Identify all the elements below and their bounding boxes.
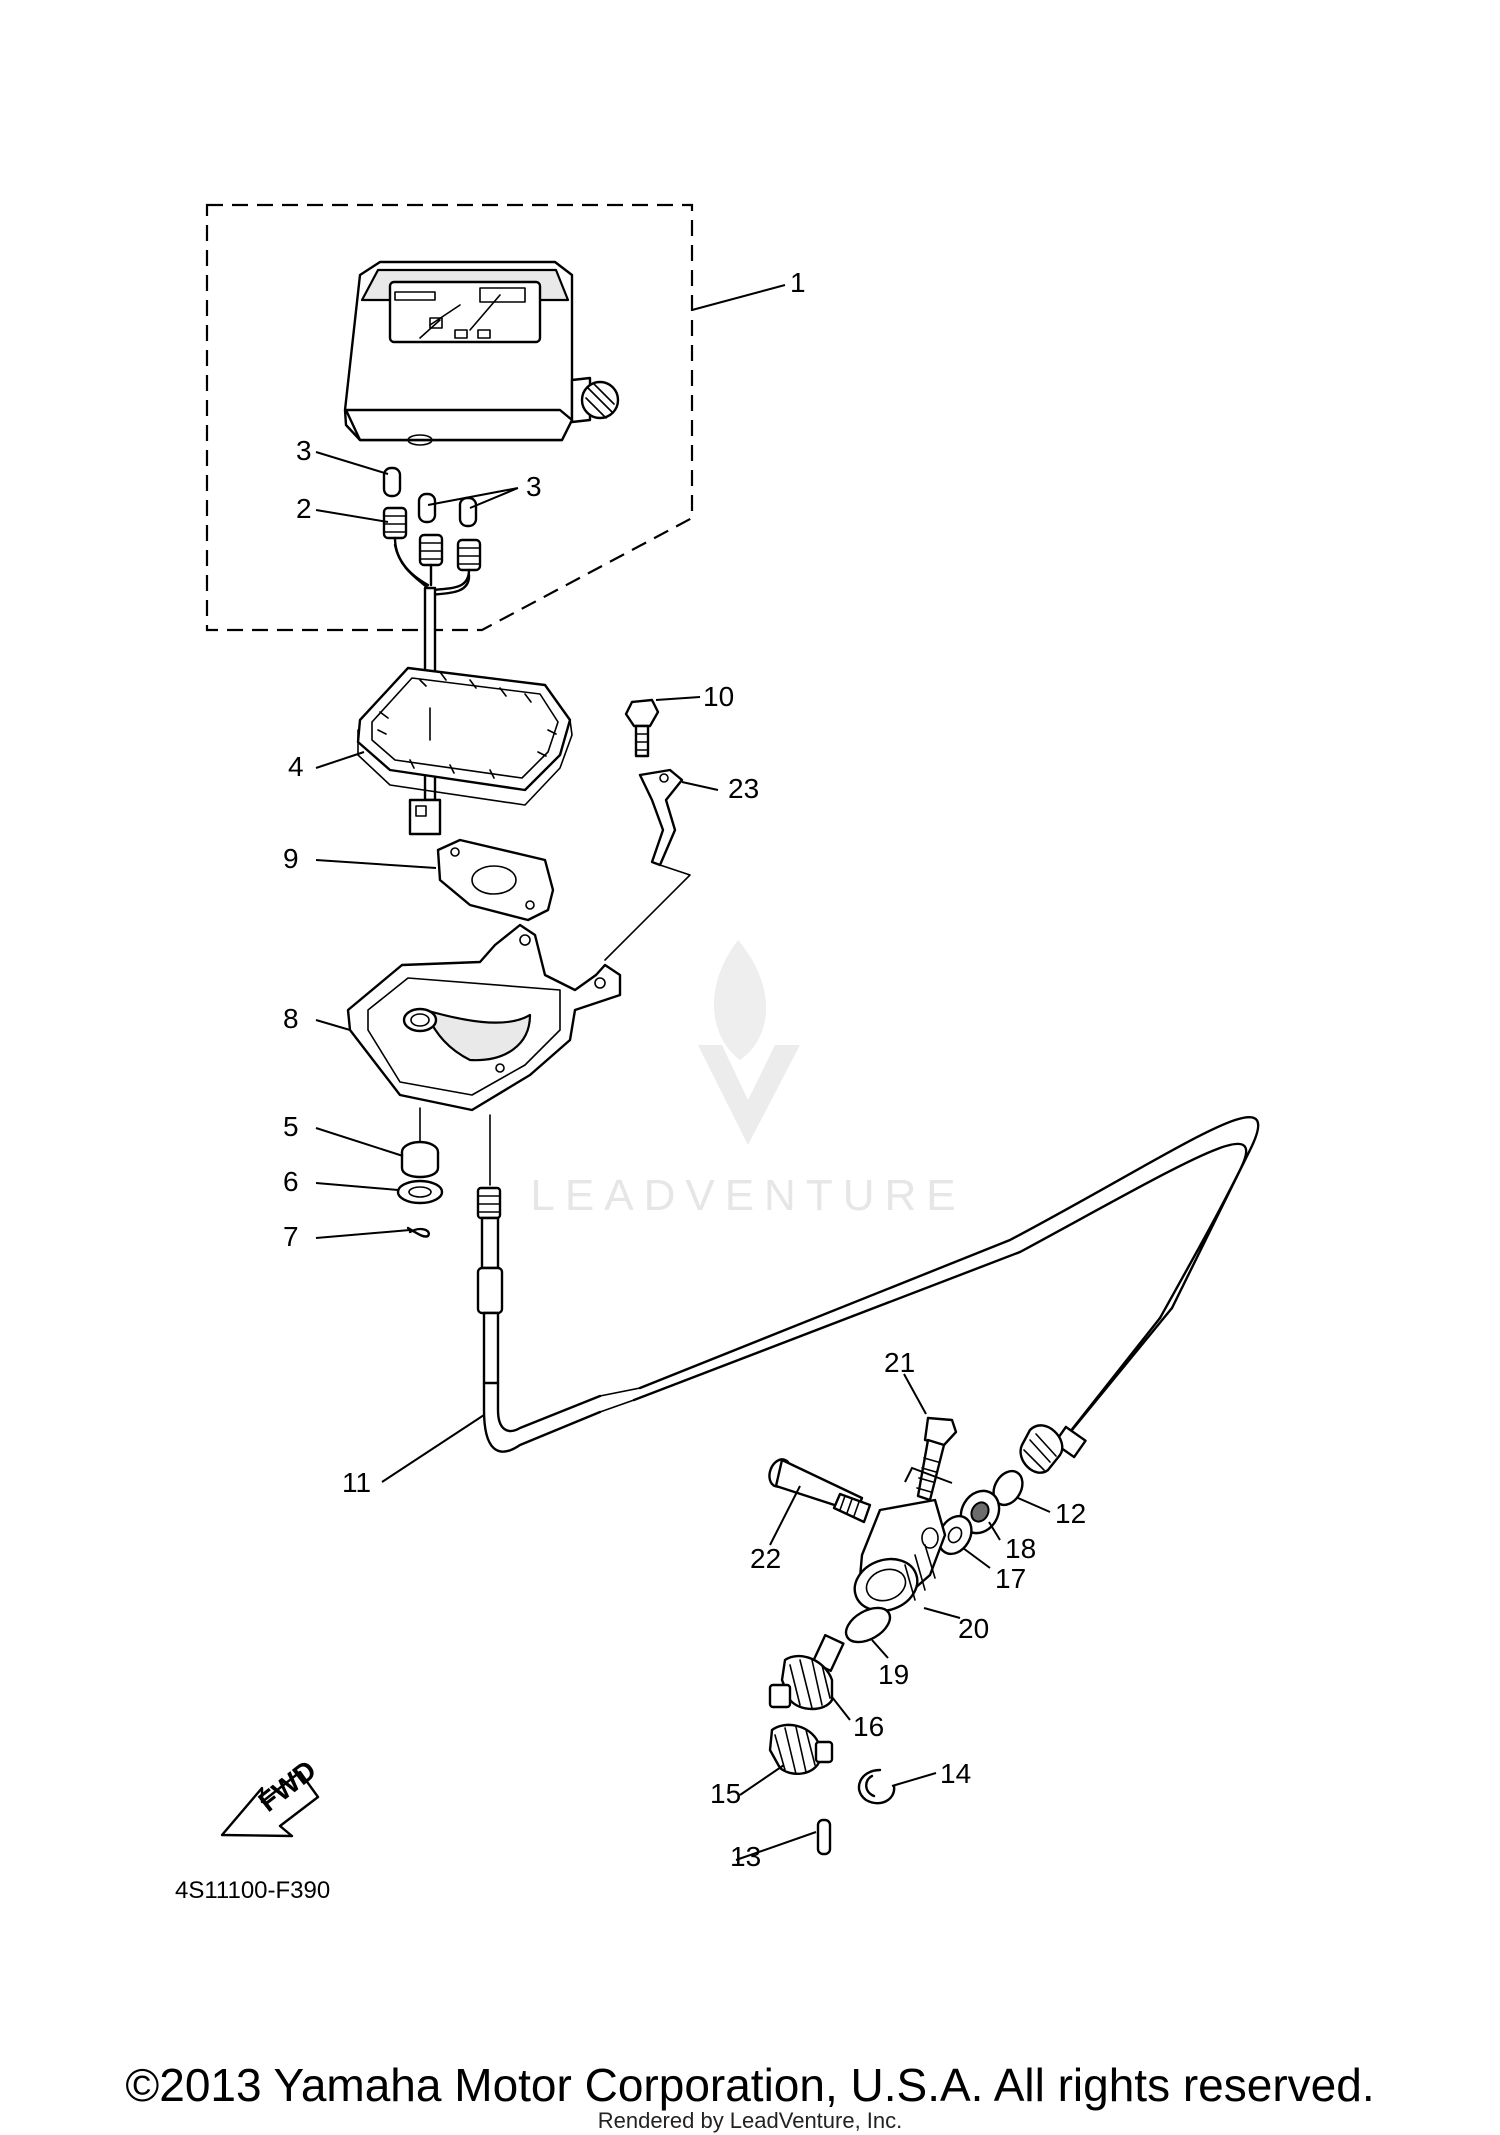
- callout-13: 13: [730, 1841, 761, 1872]
- circlip-14-part[interactable]: [857, 1768, 896, 1805]
- callout-11: 11: [342, 1467, 371, 1498]
- gear-housing-20-part[interactable]: [847, 1466, 953, 1619]
- clip-7-part[interactable]: [406, 1226, 430, 1238]
- bracket-23-part[interactable]: [638, 768, 684, 867]
- callout-4: 4: [288, 751, 304, 782]
- meter-cable-part[interactable]: [476, 1115, 1260, 1474]
- assembly-boundary: [205, 203, 694, 632]
- callout-3-left: 3: [296, 435, 312, 466]
- callout-1: 1: [790, 267, 806, 298]
- callout-16: 16: [853, 1711, 884, 1742]
- callout-2: 2: [296, 493, 312, 524]
- callout-14: 14: [940, 1758, 971, 1789]
- callout-21: 21: [884, 1347, 915, 1378]
- callout-12: 12: [1055, 1498, 1086, 1529]
- callout-17: 17: [995, 1563, 1026, 1594]
- plate-part[interactable]: [436, 838, 555, 922]
- callout-10: 10: [703, 681, 734, 712]
- driven-gear-15-part[interactable]: [768, 1723, 834, 1776]
- drive-gear-16-part[interactable]: [768, 1633, 845, 1711]
- diagram-code: 4S11100-F390: [175, 1877, 330, 1904]
- callout-7: 7: [283, 1221, 299, 1252]
- callout-3-right: 3: [526, 471, 542, 502]
- bolt-21-part[interactable]: [916, 1416, 958, 1502]
- leadventure-watermark: LEADVENTURE: [530, 940, 965, 1220]
- callout-20: 20: [958, 1613, 989, 1644]
- rendered-by-notice: Rendered by LeadVenture, Inc.: [597, 2108, 903, 2133]
- plate-hole: [471, 865, 517, 895]
- meter-assembly-part[interactable]: [343, 260, 620, 446]
- callout-5: 5: [283, 1111, 299, 1142]
- bulb-socket-part[interactable]: [382, 466, 478, 528]
- grommet-5-part[interactable]: [400, 1140, 440, 1179]
- watermark-text: LEADVENTURE: [530, 1171, 965, 1220]
- callout-numbers: 1 3 3 2 4 9 8 5 6 7 10 23 11 21 12 18 17…: [283, 267, 1086, 1872]
- callout-23: 23: [728, 773, 759, 804]
- callout-9: 9: [283, 843, 299, 874]
- lower-cover-part[interactable]: [346, 923, 622, 1112]
- pin-13-part[interactable]: [816, 1818, 832, 1856]
- callout-18: 18: [1005, 1533, 1036, 1564]
- copyright-notice: ©2013 Yamaha Motor Corporation, U.S.A. A…: [125, 2059, 1375, 2111]
- washer-6-part[interactable]: [396, 1179, 444, 1205]
- callout-19: 19: [878, 1659, 909, 1690]
- callout-6: 6: [283, 1166, 299, 1197]
- assembly-lines: [419, 707, 691, 1186]
- leader-lines: [315, 284, 1051, 1861]
- washer-17-part[interactable]: [932, 1510, 978, 1560]
- meter-case-part[interactable]: [356, 666, 573, 806]
- callout-8: 8: [283, 1003, 299, 1034]
- bolt-22-part[interactable]: [766, 1456, 872, 1524]
- o-ring-19-part[interactable]: [840, 1601, 896, 1649]
- bolt-10-part[interactable]: [624, 698, 660, 758]
- callout-22: 22: [750, 1543, 781, 1574]
- fwd-arrow-icon: FWD: [220, 1754, 322, 1838]
- callout-15: 15: [710, 1778, 741, 1809]
